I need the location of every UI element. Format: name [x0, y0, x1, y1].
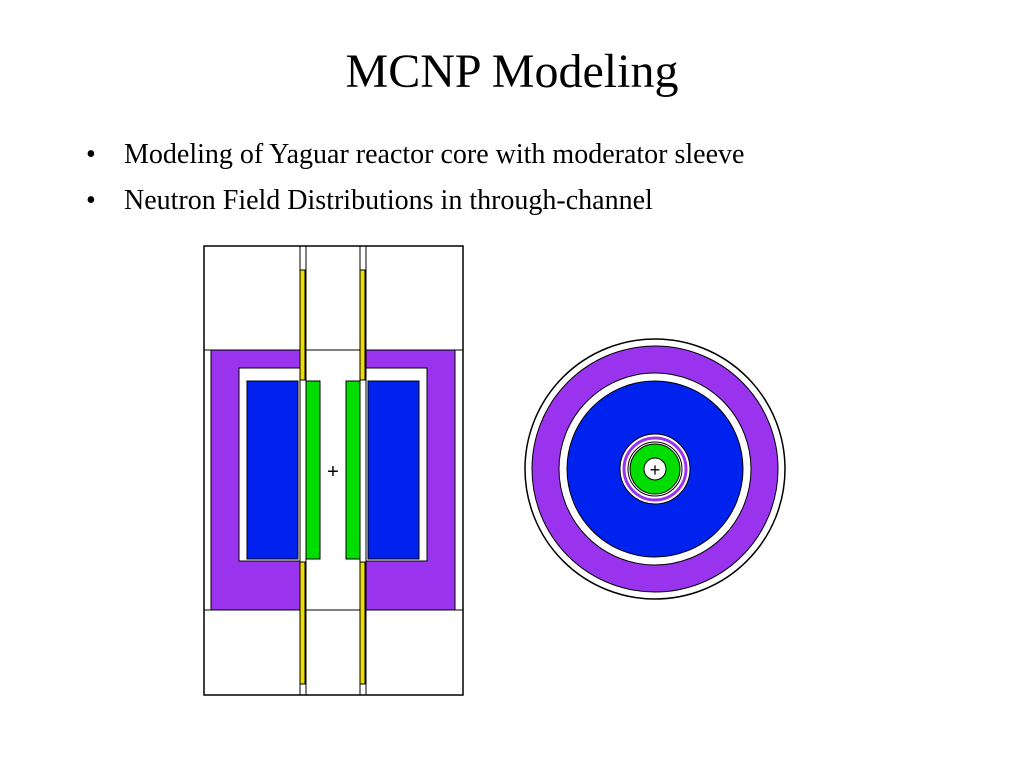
reactor-top-view — [524, 338, 786, 600]
channel-liner-ring — [622, 436, 688, 502]
channel-liner-left-top — [299, 269, 306, 381]
channel-liner-right-bottom — [359, 561, 366, 685]
bullet-text: Neutron Field Distributions in through-c… — [124, 185, 653, 216]
slide-title: MCNP Modeling — [345, 45, 679, 98]
reactor-side-view — [203, 245, 464, 696]
fuel-core-right — [367, 380, 420, 560]
top-view-center-marker: + — [650, 460, 661, 480]
channel-liner-left-bottom — [299, 561, 306, 685]
channel-bore — [643, 457, 667, 481]
channel-insert-left — [305, 380, 321, 560]
bullet-list: • Modeling of Yaguar reactor core with m… — [86, 132, 744, 224]
bullet-item-core-modeling: • Modeling of Yaguar reactor core with m… — [86, 132, 744, 178]
fuel-core-left — [246, 380, 299, 560]
channel-liner-right-top — [359, 269, 366, 381]
bullet-item-neutron-field: • Neutron Field Distributions in through… — [86, 178, 744, 224]
bullet-icon: • — [86, 185, 96, 216]
bullet-text: Modeling of Yaguar reactor core with mod… — [124, 139, 745, 170]
channel-insert-right — [345, 380, 361, 560]
bullet-icon: • — [86, 139, 96, 170]
side-view-center-marker: + — [327, 461, 339, 483]
